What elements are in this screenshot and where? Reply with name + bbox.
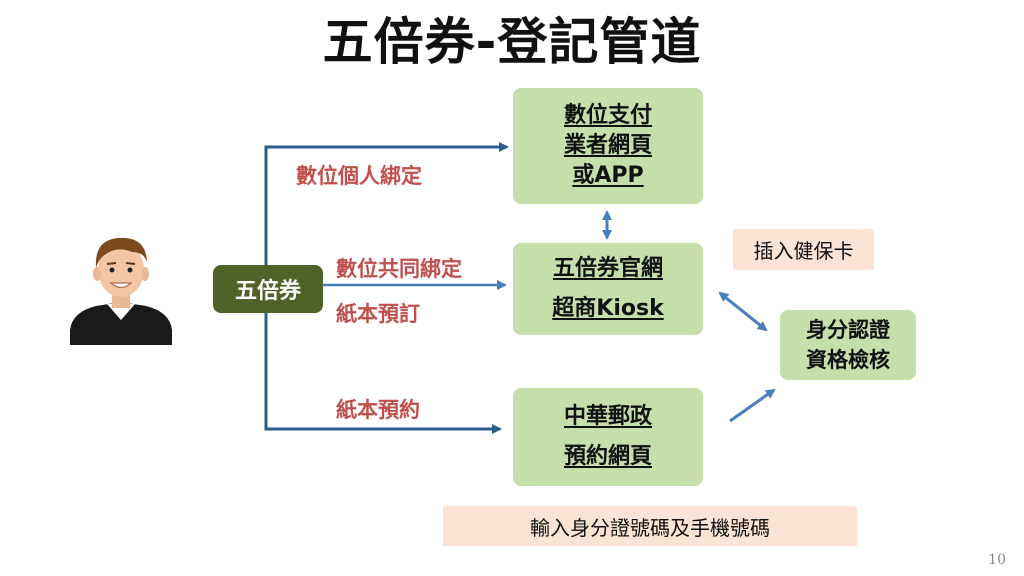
box-line: 資格檢核: [806, 348, 890, 372]
box-line: 超商Kiosk: [552, 296, 664, 321]
box-line: 五倍券官網: [552, 256, 663, 281]
box-line: 或APP: [572, 163, 644, 188]
arrow: [729, 388, 776, 423]
box-line: 數位支付: [563, 103, 652, 128]
edge-label-digital-bind: 數位個人綁定: [296, 164, 422, 188]
branch-connector: [264, 313, 502, 434]
health-card-note: 插入健保卡: [733, 229, 874, 270]
verify-box: 身分認證 資格檢核: [780, 310, 916, 380]
person-icon: [70, 237, 172, 345]
edge-label-paper-order: 紙本預訂: [336, 302, 420, 326]
post-office-box: 中華郵政 預約網頁: [513, 388, 703, 486]
page-title: 五倍券-登記管道: [322, 13, 702, 71]
box-line: 中華郵政: [563, 404, 652, 429]
digital-payment-box: 數位支付 業者網頁 或APP: [513, 88, 703, 204]
page-number: 10: [988, 552, 1006, 568]
id-phone-note: 輸入身分證號碼及手機號碼: [443, 506, 857, 546]
edge-label-paper-reserve: 紙本預約: [336, 398, 420, 422]
box-line: 業者網頁: [563, 133, 652, 158]
branch-connector: [264, 142, 509, 265]
official-site-box: 五倍券官網 超商Kiosk: [513, 243, 703, 335]
edge-label-joint-bind: 數位共同綁定: [336, 257, 462, 281]
double-arrow: [718, 291, 768, 332]
box-line: 身分認證: [806, 318, 890, 342]
box-line: 預約網頁: [563, 444, 652, 469]
start-node: 五倍券: [213, 265, 323, 313]
